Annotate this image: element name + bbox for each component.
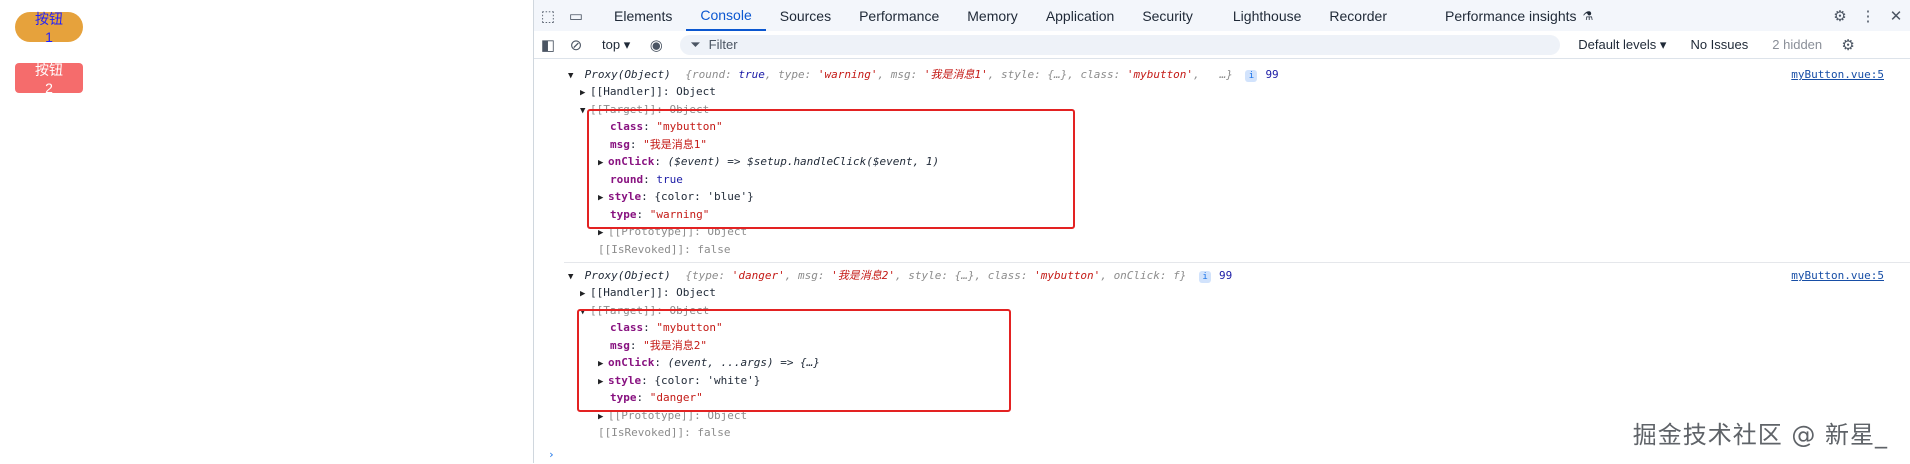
collapsed-triangle-icon: ▶	[580, 289, 586, 299]
devtools-panel: ⬚ ▭ Elements Console Sources Performance…	[534, 0, 1910, 463]
expanded-triangle-icon: ▼	[580, 307, 586, 317]
prop-row: class: "mybutton"	[610, 321, 723, 334]
revoked-row: [[IsRevoked]]: false	[598, 243, 731, 256]
inspect-element-icon[interactable]: ⬚	[540, 7, 556, 25]
tab-application[interactable]: Application	[1045, 7, 1115, 24]
revoked-row: [[IsRevoked]]: false	[598, 426, 731, 439]
prop-row[interactable]: ▶style: {color: 'white'}	[598, 372, 760, 390]
collapsed-triangle-icon: ▶	[598, 412, 604, 422]
collapsed-triangle-icon: ▶	[598, 377, 604, 387]
tab-memory[interactable]: Memory	[967, 7, 1018, 24]
object-type: Proxy(Object)	[584, 68, 671, 81]
more-options-icon[interactable]: ⋮	[1860, 7, 1876, 25]
handler-row[interactable]: ▶[[Handler]]: Object	[580, 83, 716, 101]
settings-gear-icon[interactable]: ⚙	[1833, 7, 1847, 25]
log-levels-dropdown[interactable]: Default levels ▾	[1566, 37, 1678, 53]
prop-row[interactable]: ▶style: {color: 'blue'}	[598, 188, 754, 206]
collapsed-triangle-icon: ▶	[598, 228, 604, 238]
info-icon[interactable]: i	[1199, 271, 1212, 283]
info-icon[interactable]: i	[1245, 70, 1258, 82]
prop-row: msg: "我是消息2"	[610, 339, 707, 352]
prop-row: round: true	[610, 173, 683, 186]
expanded-triangle-icon: ▼	[568, 272, 574, 282]
filter-input[interactable]: ⏷ Filter	[680, 34, 1561, 55]
tab-performance[interactable]: Performance	[859, 7, 940, 24]
clear-console-icon[interactable]: ⊘	[569, 36, 583, 54]
tab-lighthouse[interactable]: Lighthouse	[1232, 7, 1302, 24]
issues-button[interactable]: No Issues	[1690, 37, 1749, 52]
context-selector[interactable]: top ▾	[602, 37, 630, 53]
prop-row: msg: "我是消息1"	[610, 138, 707, 151]
tab-performance-insights-label: Performance insights	[1445, 7, 1577, 24]
button-2[interactable]: 按钮2	[15, 62, 83, 96]
tab-performance-insights[interactable]: Performance insights ⚗	[1431, 0, 1607, 31]
expanded-triangle-icon: ▼	[568, 71, 574, 81]
prop-row: type: "danger"	[610, 391, 703, 404]
log-entry-header[interactable]: ▼ Proxy(Object) {type: 'danger', msg: '我…	[568, 267, 1232, 285]
tab-elements[interactable]: Elements	[614, 7, 673, 24]
button-1[interactable]: 按钮1	[15, 11, 83, 45]
filter-placeholder: Filter	[708, 37, 738, 52]
source-link[interactable]: myButton.vue:5	[1791, 269, 1884, 282]
log-levels-label: Default levels	[1578, 36, 1657, 52]
chevron-down-icon: ▾	[623, 36, 631, 52]
object-type: Proxy(Object)	[584, 269, 671, 282]
console-output: ▼ Proxy(Object) {round: true, type: 'war…	[534, 60, 1910, 463]
rendered-page: 按钮1 按钮2	[0, 0, 534, 463]
device-toolbar-icon[interactable]: ▭	[568, 7, 584, 25]
log-entry-header[interactable]: ▼ Proxy(Object) {round: true, type: 'war…	[568, 66, 1279, 84]
collapsed-triangle-icon: ▶	[598, 193, 604, 203]
tab-recorder[interactable]: Recorder	[1329, 7, 1387, 24]
context-label: top	[602, 36, 621, 52]
console-prompt-icon[interactable]: ›	[548, 448, 555, 461]
flask-icon: ⚗	[1582, 8, 1594, 23]
prop-row: class: "mybutton"	[610, 120, 723, 133]
prop-row: type: "warning"	[610, 208, 710, 221]
prop-row[interactable]: ▶onClick: (event, ...args) => {…}	[598, 354, 820, 372]
chevron-down-icon: ▾	[1659, 36, 1667, 52]
sidebar-toggle-icon[interactable]: ◧	[540, 36, 556, 54]
collapsed-triangle-icon: ▶	[598, 359, 604, 369]
collapsed-triangle-icon: ▶	[580, 88, 586, 98]
handler-row[interactable]: ▶[[Handler]]: Object	[580, 284, 716, 302]
console-settings-icon[interactable]: ⚙	[1841, 36, 1855, 54]
tab-sources[interactable]: Sources	[779, 7, 832, 24]
collapsed-triangle-icon: ▶	[598, 158, 604, 168]
highlight-box	[587, 109, 1075, 229]
tab-security[interactable]: Security	[1142, 7, 1193, 24]
watermark: 掘金技术社区 @ 新星_	[1632, 421, 1888, 449]
log-separator	[564, 262, 1910, 263]
highlight-box	[577, 309, 1011, 412]
hidden-count: 2 hidden	[1772, 37, 1823, 52]
repeat-count: 99	[1265, 68, 1279, 81]
console-toolbar: ◧ ⊘ top ▾ ◉ ⏷ Filter Default levels ▾ No…	[534, 31, 1910, 59]
prototype-row[interactable]: ▶[[Prototype]]: Object	[598, 407, 747, 425]
filter-icon: ⏷	[690, 36, 701, 52]
eye-icon[interactable]: ◉	[649, 36, 663, 54]
prop-row[interactable]: ▶onClick: ($event) => $setup.handleClick…	[598, 153, 939, 171]
close-icon[interactable]: ✕	[1889, 7, 1903, 25]
devtools-tabbar: ⬚ ▭ Elements Console Sources Performance…	[534, 0, 1910, 32]
repeat-count: 99	[1219, 269, 1233, 282]
tab-console[interactable]: Console	[686, 0, 766, 31]
source-link[interactable]: myButton.vue:5	[1791, 68, 1884, 81]
expanded-triangle-icon: ▼	[580, 106, 586, 116]
